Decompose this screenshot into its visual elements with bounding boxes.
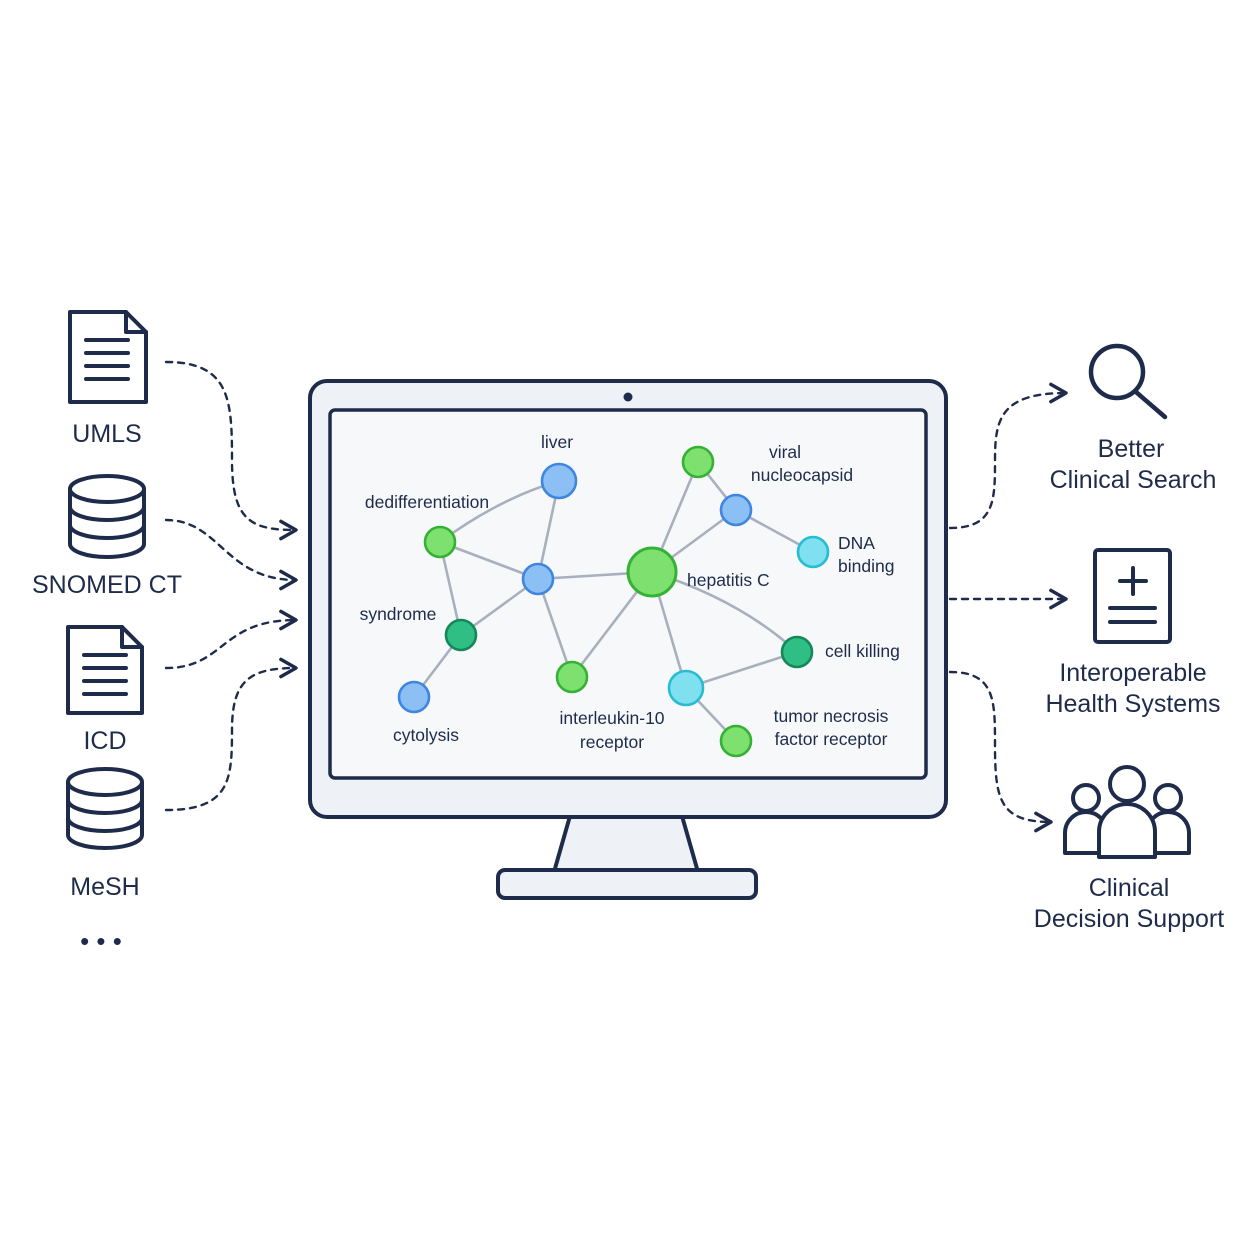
label-nucleocapsid: nucleocapsid bbox=[751, 465, 853, 485]
arrow-search bbox=[948, 382, 1068, 530]
output-arrows bbox=[948, 382, 1068, 833]
document-icon bbox=[66, 625, 144, 715]
label-liver: liver bbox=[541, 432, 573, 452]
graph-nodes bbox=[397, 445, 830, 758]
node-syndrome bbox=[444, 618, 478, 652]
output-label-line1: Clinical bbox=[1089, 874, 1170, 902]
source-icd: ICD bbox=[66, 625, 144, 755]
edge-dediff-ndhub bbox=[438, 540, 540, 581]
arrow-decision bbox=[948, 670, 1053, 833]
node-cell-killing bbox=[780, 635, 814, 669]
source-label: UMLS bbox=[72, 420, 141, 448]
node-hub-blue bbox=[521, 562, 555, 596]
output-search: Better Clinical Search bbox=[1050, 343, 1217, 494]
node-tnf-green bbox=[719, 724, 753, 758]
node-dna-binding bbox=[796, 535, 830, 569]
source-snomed: SNOMED CT bbox=[32, 474, 182, 599]
label-syndrome: syndrome bbox=[360, 604, 437, 624]
source-label: SNOMED CT bbox=[32, 571, 182, 599]
arrow-snomed bbox=[164, 518, 298, 591]
arrow-icd bbox=[164, 609, 298, 670]
node-interleukin-10-receptor bbox=[555, 660, 589, 694]
node-viral bbox=[681, 445, 715, 479]
output-label-line1: Interoperable bbox=[1059, 659, 1206, 687]
arrow-mesh bbox=[164, 657, 298, 812]
label-factor-receptor: factor receptor bbox=[775, 729, 888, 749]
edge-tnf-cellkill bbox=[684, 650, 799, 690]
node-nucleocapsid bbox=[719, 493, 753, 527]
node-hepatitis-c bbox=[626, 546, 678, 598]
knowledge-graph: liver dedifferentiation syndrome cytolys… bbox=[360, 432, 900, 758]
monitor bbox=[308, 379, 948, 900]
arrow-umls bbox=[164, 360, 298, 541]
people-icon bbox=[1063, 765, 1191, 859]
more-sources-ellipsis: • • • bbox=[80, 926, 122, 956]
document-icon bbox=[68, 310, 148, 404]
label-cytolysis: cytolysis bbox=[393, 725, 459, 745]
label-binding: binding bbox=[838, 556, 894, 576]
edge-ndhub-il10 bbox=[536, 577, 574, 679]
label-tumor-necrosis: tumor necrosis bbox=[774, 706, 889, 726]
output-decision: Clinical Decision Support bbox=[1034, 765, 1224, 933]
label-receptor: receptor bbox=[580, 732, 644, 752]
magnifier-icon bbox=[1088, 343, 1168, 420]
source-label: ICD bbox=[83, 727, 126, 755]
source-label: MeSH bbox=[70, 873, 139, 901]
output-interop: Interoperable Health Systems bbox=[1045, 548, 1221, 718]
medical-record-icon bbox=[1093, 548, 1172, 644]
node-tnf-receptor bbox=[667, 669, 705, 707]
label-hepatitis-c: hepatitis C bbox=[687, 570, 770, 590]
monitor-stand-neck bbox=[552, 814, 700, 874]
database-icon bbox=[68, 474, 146, 559]
source-mesh: MeSH bbox=[66, 767, 144, 901]
node-cytolysis bbox=[397, 680, 431, 714]
label-cell-killing: cell killing bbox=[825, 641, 900, 661]
output-label-line2: Decision Support bbox=[1034, 905, 1224, 933]
input-arrows bbox=[164, 360, 298, 812]
source-umls: UMLS bbox=[68, 310, 148, 448]
node-dedifferentiation bbox=[423, 525, 457, 559]
output-label-line2: Health Systems bbox=[1045, 690, 1220, 718]
label-viral: viral bbox=[769, 442, 801, 462]
label-interleukin-10: interleukin-10 bbox=[559, 708, 664, 728]
monitor-stand-base bbox=[496, 868, 758, 900]
label-dedifferentiation: dedifferentiation bbox=[365, 492, 489, 512]
output-label-line1: Better bbox=[1098, 435, 1165, 463]
node-liver bbox=[540, 462, 578, 500]
output-label-line2: Clinical Search bbox=[1050, 466, 1217, 494]
graph-labels: liver dedifferentiation syndrome cytolys… bbox=[360, 432, 900, 752]
monitor-screen bbox=[328, 408, 928, 780]
database-icon bbox=[66, 767, 144, 850]
webcam-dot bbox=[623, 392, 633, 402]
label-dna: DNA bbox=[838, 533, 875, 553]
